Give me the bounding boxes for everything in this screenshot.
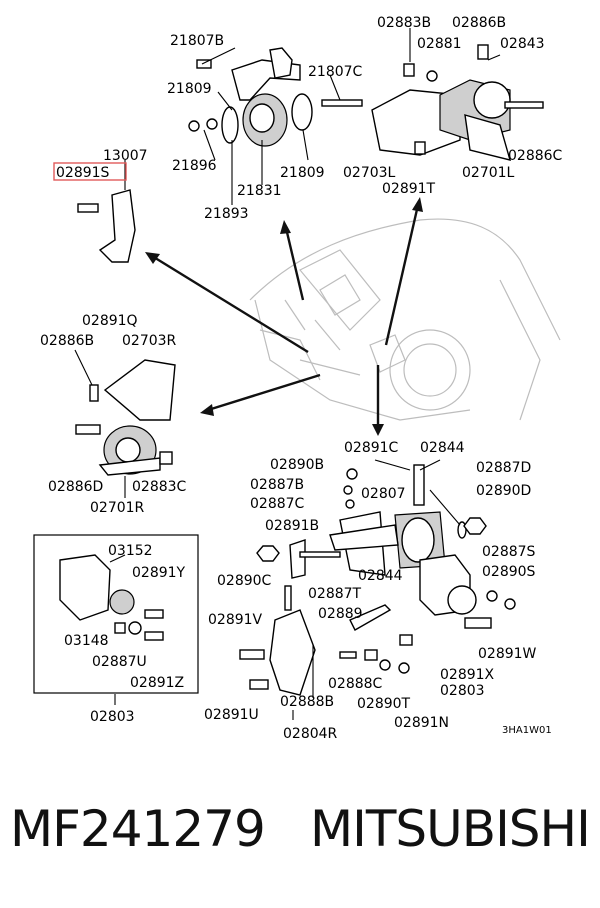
- detail-box-02803: [33, 534, 199, 705]
- label-02890D: 02890D: [476, 483, 531, 499]
- label-02803-right: 02803: [440, 683, 485, 699]
- label-02883B: 02883B: [377, 15, 431, 31]
- label-21807C: 21807C: [308, 64, 363, 80]
- label-02886C: 02886C: [508, 148, 563, 164]
- label-21896: 21896: [172, 158, 217, 174]
- top-mount-bracket-group: [188, 47, 363, 205]
- label-02891V: 02891V: [208, 612, 263, 628]
- bracket-13007-group: [77, 160, 136, 263]
- label-02891C: 02891C: [344, 440, 399, 456]
- label-02891T: 02891T: [382, 181, 436, 197]
- top-right-mount-group: [371, 28, 544, 161]
- label-02887C: 02887C: [250, 496, 305, 512]
- label-21831: 21831: [237, 183, 282, 199]
- label-02888B: 02888B: [280, 694, 334, 710]
- label-02886B-left: 02886B: [40, 333, 94, 349]
- label-21807B: 21807B: [170, 33, 224, 49]
- label-02886D: 02886D: [48, 479, 103, 495]
- callout-labels: 21807B 21807C 21809 21896 21831 21893 21…: [40, 15, 563, 742]
- label-02843: 02843: [500, 36, 545, 52]
- label-02891N: 02891N: [394, 715, 449, 731]
- label-02891S: 02891S: [56, 165, 110, 181]
- label-02844-top: 02844: [420, 440, 465, 456]
- label-02891W: 02891W: [478, 646, 537, 662]
- label-03152: 03152: [108, 543, 153, 559]
- label-21893: 21893: [204, 206, 249, 222]
- label-02807: 02807: [361, 486, 406, 502]
- label-02889: 02889: [318, 606, 363, 622]
- highlight-box-02891S: [53, 162, 127, 181]
- label-13007: 13007: [103, 148, 148, 164]
- brand-name: MITSUBISHI: [310, 800, 591, 858]
- label-02803-box: 02803: [90, 709, 135, 725]
- label-02891Y: 02891Y: [132, 565, 186, 581]
- bottom-center-bracket-group: [239, 554, 516, 720]
- label-03148: 03148: [64, 633, 109, 649]
- label-02891B: 02891B: [265, 518, 319, 534]
- label-21809-left: 21809: [167, 81, 212, 97]
- label-02844-bottom: 02844: [358, 568, 403, 584]
- label-02886B-top: 02886B: [452, 15, 506, 31]
- label-02891Q: 02891Q: [82, 313, 138, 329]
- label-02701R: 02701R: [90, 500, 145, 516]
- label-02887D: 02887D: [476, 460, 531, 476]
- label-02890S: 02890S: [482, 564, 536, 580]
- part-number: MF241279: [10, 800, 266, 858]
- pointer-arrows: [145, 197, 423, 436]
- label-02701L: 02701L: [462, 165, 515, 181]
- label-02883C: 02883C: [132, 479, 187, 495]
- label-02890T: 02890T: [357, 696, 411, 712]
- label-02804R: 02804R: [283, 726, 338, 742]
- diagram-code: 3HA1W01: [502, 725, 552, 736]
- label-02703R: 02703R: [122, 333, 177, 349]
- left-mount-group-02701R: [74, 349, 176, 498]
- label-02881: 02881: [417, 36, 462, 52]
- label-02891Z: 02891Z: [130, 675, 184, 691]
- label-02887T: 02887T: [308, 586, 362, 602]
- engine-mount-exploded-diagram: 21807B 21807C 21809 21896 21831 21893 21…: [33, 15, 563, 742]
- car-body-outline: [249, 218, 561, 421]
- label-02887S: 02887S: [482, 544, 536, 560]
- label-02890C: 02890C: [217, 573, 272, 589]
- footer: MF241279 MITSUBISHI: [0, 800, 600, 880]
- label-02891X: 02891X: [440, 667, 495, 683]
- label-02887B: 02887B: [250, 477, 304, 493]
- label-02703L: 02703L: [343, 165, 396, 181]
- label-21809-right: 21809: [280, 165, 325, 181]
- label-02888C: 02888C: [328, 676, 383, 692]
- label-02887U: 02887U: [92, 654, 147, 670]
- label-02890B: 02890B: [270, 457, 324, 473]
- lower-right-mount-group: [256, 459, 487, 579]
- label-02891U: 02891U: [204, 707, 259, 723]
